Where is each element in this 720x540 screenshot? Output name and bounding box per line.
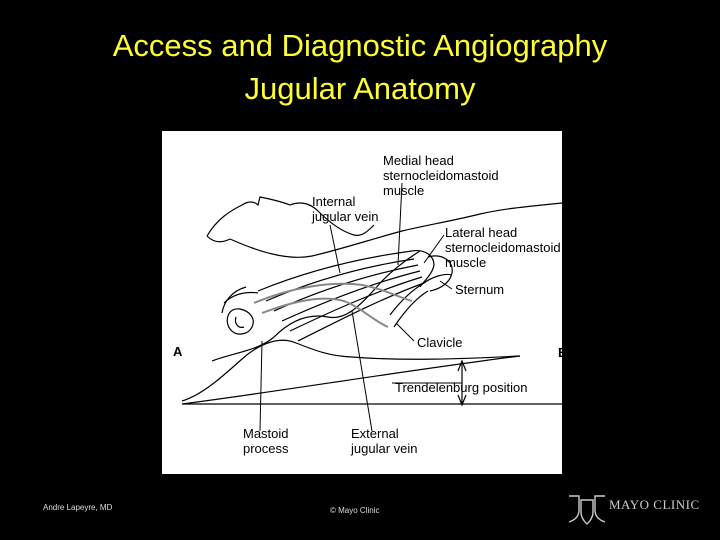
- face-profile: [206, 196, 375, 237]
- scm-muscle: [257, 250, 413, 292]
- shoulder-line: [181, 339, 521, 402]
- label-medial-head: Medial head sternocleidomastoid muscle: [383, 153, 499, 198]
- mayo-clinic-logo: MAYO CLINIC: [567, 492, 702, 526]
- clavicle: [389, 273, 453, 316]
- label-trendelenburg-position: Trendelenburg position: [395, 380, 528, 395]
- label-lateral-head: Lateral head sternocleidomastoid muscle: [445, 225, 561, 270]
- logo-text: MAYO CLINIC: [609, 497, 700, 512]
- label-clavicle: Clavicle: [417, 335, 463, 350]
- label-point-a: A: [173, 344, 183, 359]
- slide-title-line-2: Jugular Anatomy: [244, 71, 476, 106]
- ear: [226, 308, 254, 335]
- copyright-notice: © Mayo Clinic: [330, 506, 380, 515]
- label-sternum: Sternum: [455, 282, 505, 297]
- mayo-shield-icon: [568, 495, 606, 525]
- table-line-tilted: [181, 355, 521, 405]
- label-internal-jugular-vein: Internal jugular vein: [312, 194, 379, 224]
- label-external-jugular-vein: External jugular vein: [351, 426, 418, 456]
- slide-title-line-1: Access and Diagnostic Angiography: [112, 28, 608, 63]
- label-mastoid-process: Mastoid process: [243, 426, 289, 456]
- internal-jugular-path: [253, 282, 413, 304]
- external-jugular-path: [261, 297, 389, 328]
- author-credit: Andre Lapeyre, MD: [43, 503, 113, 512]
- label-point-b: B: [558, 345, 562, 360]
- anatomy-illustration: [181, 182, 562, 432]
- jugular-anatomy-diagram: Medial head sternocleidomastoid muscle I…: [162, 131, 562, 474]
